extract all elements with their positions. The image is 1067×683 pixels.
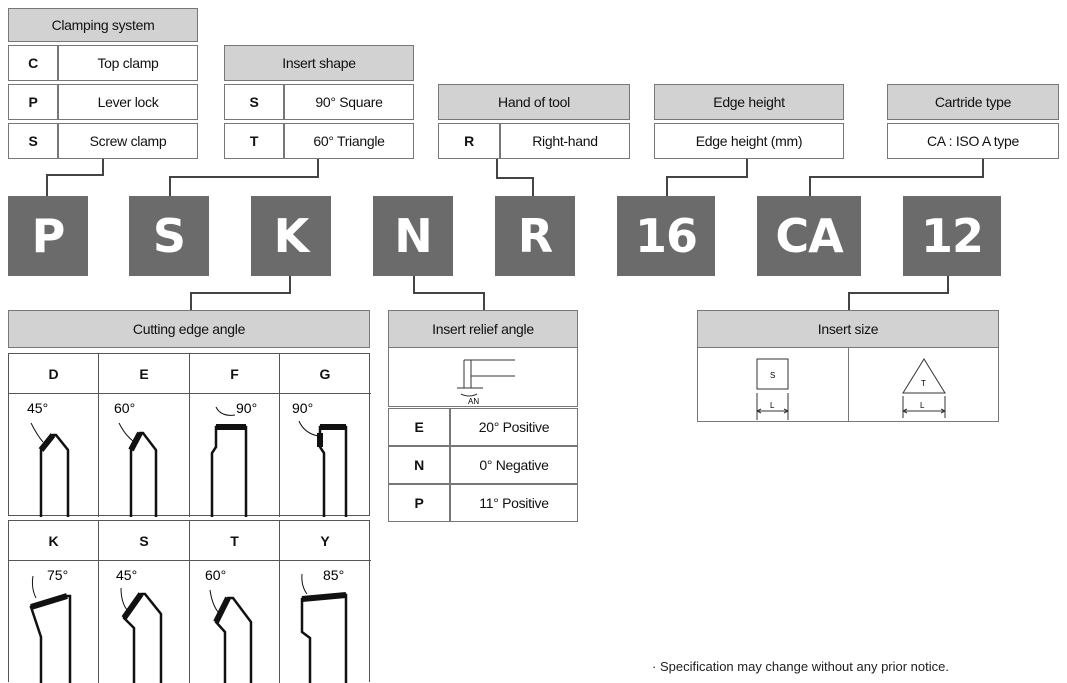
cutting-code: S — [139, 533, 149, 549]
specification-note: · Specification may change without any p… — [652, 659, 949, 674]
cutting-edge-row2-drawings: 75° 45° 60° 85° — [29, 567, 348, 683]
cartridge-type-label: CA : ISO A type — [887, 123, 1059, 159]
cutting-code: D — [48, 366, 59, 382]
insert-shape-header: Insert shape — [224, 45, 414, 81]
clamping-label: Screw clamp — [58, 123, 198, 159]
code-box-relief-angle: N — [373, 196, 453, 276]
code-box-hand: R — [495, 196, 575, 276]
hand-label: Right-hand — [500, 123, 630, 159]
relief-code: E — [388, 408, 450, 446]
insert-size-diagrams: S L T L — [697, 348, 999, 422]
cutting-edge-row1-drawings: 45° 60° 90° 90° — [27, 400, 348, 517]
angle-label: 60° — [114, 400, 135, 416]
hand-code: R — [438, 123, 500, 159]
cutting-code: T — [230, 533, 239, 549]
angle-label: 90° — [292, 400, 313, 416]
cutting-edge-row2: K S T Y 75° 45° 60° 85° — [8, 520, 371, 683]
insert-size-square-dim: L — [770, 401, 775, 410]
relief-code: P — [388, 484, 450, 522]
insert-relief-angle-header: Insert relief angle — [388, 310, 578, 348]
insert-shape-code: S — [224, 84, 284, 120]
insert-size-header: Insert size — [697, 310, 999, 348]
insert-shape-code: T — [224, 123, 284, 159]
insert-shape-label: 60° Triangle — [284, 123, 414, 159]
angle-label: 75° — [47, 567, 68, 583]
clamping-label: Top clamp — [58, 45, 198, 81]
angle-label: 45° — [116, 567, 137, 583]
cutting-code: G — [319, 366, 331, 382]
code-box-cutting-edge: K — [251, 196, 331, 276]
cartridge-type-header: Cartride type — [887, 84, 1059, 120]
clamping-code: C — [8, 45, 58, 81]
clamping-code: S — [8, 123, 58, 159]
relief-label: 0° Negative — [450, 446, 578, 484]
relief-label: 20° Positive — [450, 408, 578, 446]
edge-height-header: Edge height — [654, 84, 844, 120]
relief-diagram: AN — [388, 348, 578, 407]
clamping-code: P — [8, 84, 58, 120]
clamping-label: Lever lock — [58, 84, 198, 120]
cutting-code: E — [139, 366, 149, 382]
code-box-edge-height: 16 — [617, 196, 715, 276]
insert-size-triangle-letter: T — [921, 379, 926, 388]
code-box-cartridge: CA — [757, 196, 861, 276]
relief-label: 11° Positive — [450, 484, 578, 522]
cutting-edge-row1: D E F G 45° 60° 90° 90° — [8, 353, 371, 517]
hand-of-tool-header: Hand of tool — [438, 84, 630, 120]
cutting-code: Y — [320, 533, 330, 549]
insert-shape-label: 90° Square — [284, 84, 414, 120]
cutting-code: K — [48, 533, 59, 549]
angle-label: 85° — [323, 567, 344, 583]
code-box-insert-shape: S — [129, 196, 209, 276]
angle-label: 60° — [205, 567, 226, 583]
relief-code: N — [388, 446, 450, 484]
angle-label: 90° — [236, 400, 257, 416]
clamping-system-header: Clamping system — [8, 8, 198, 42]
relief-an-label: AN — [468, 397, 479, 406]
cutting-edge-angle-header: Cutting edge angle — [8, 310, 370, 348]
insert-size-triangle-dim: L — [920, 401, 925, 410]
code-box-insert-size: 12 — [903, 196, 1001, 276]
cutting-code: F — [230, 366, 239, 382]
edge-height-label: Edge height (mm) — [654, 123, 844, 159]
insert-size-square-letter: S — [770, 371, 775, 380]
angle-label: 45° — [27, 400, 48, 416]
code-box-clamping: P — [8, 196, 88, 276]
